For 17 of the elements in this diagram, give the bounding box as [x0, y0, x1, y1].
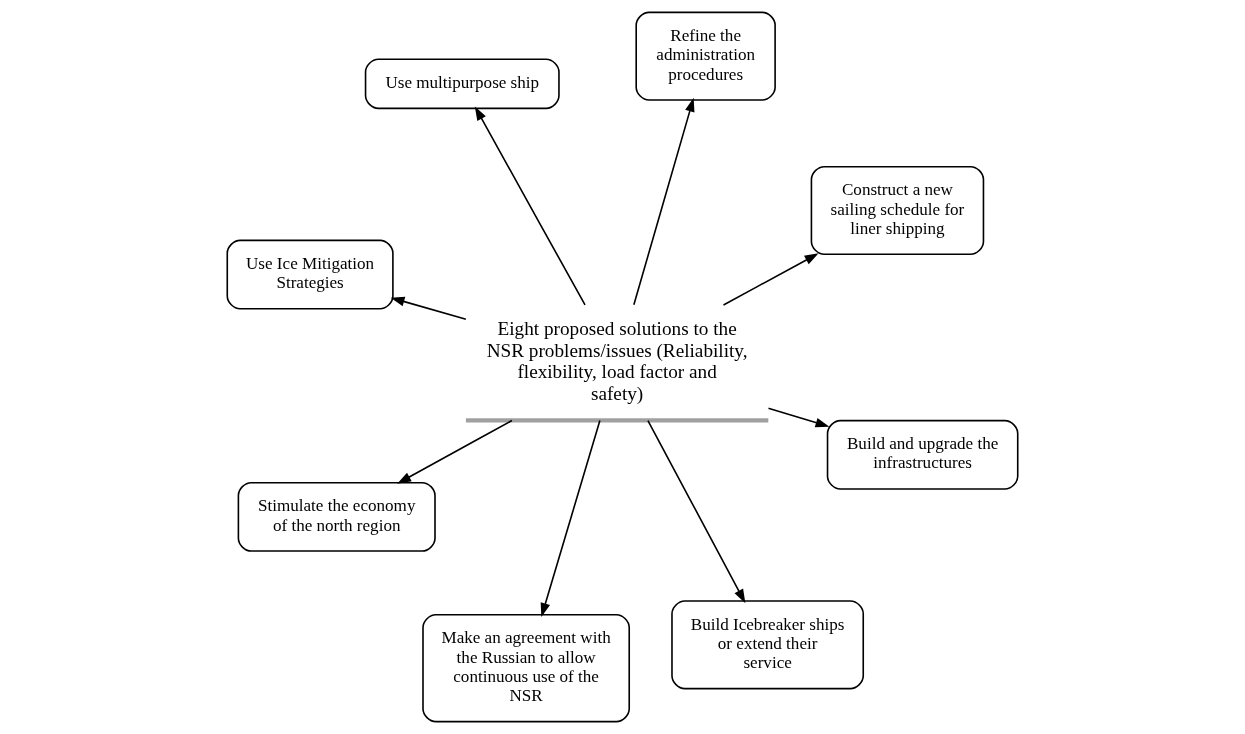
node-box: Make an agreement with the Russian to allow continuous use of the NSR — [422, 613, 630, 723]
node-box: Stimulate the economy of the north region — [237, 481, 436, 552]
node-box: Construct a new sailing schedule for liner shipping — [810, 165, 985, 256]
node-box: Use Ice Mitigation Strategies — [226, 239, 394, 310]
node-box: Refine the administration procedures — [635, 11, 776, 101]
node-box: Use multipurpose ship — [364, 58, 560, 110]
arrow — [540, 419, 601, 617]
arrow — [647, 419, 746, 604]
arrow — [722, 253, 819, 306]
arrow — [633, 97, 695, 306]
arrow — [767, 407, 830, 428]
arrow — [474, 106, 586, 306]
node-box: Build Icebreaker ships or extend their service — [671, 600, 865, 690]
node-box: Build and upgrade the infrastructures — [826, 419, 1019, 490]
arrow — [397, 419, 513, 484]
arrow — [390, 296, 467, 321]
node-text: Eight proposed solutions to the NSR problems/issues (Reliability, flexibility, load factor and safety) — [486, 318, 748, 404]
